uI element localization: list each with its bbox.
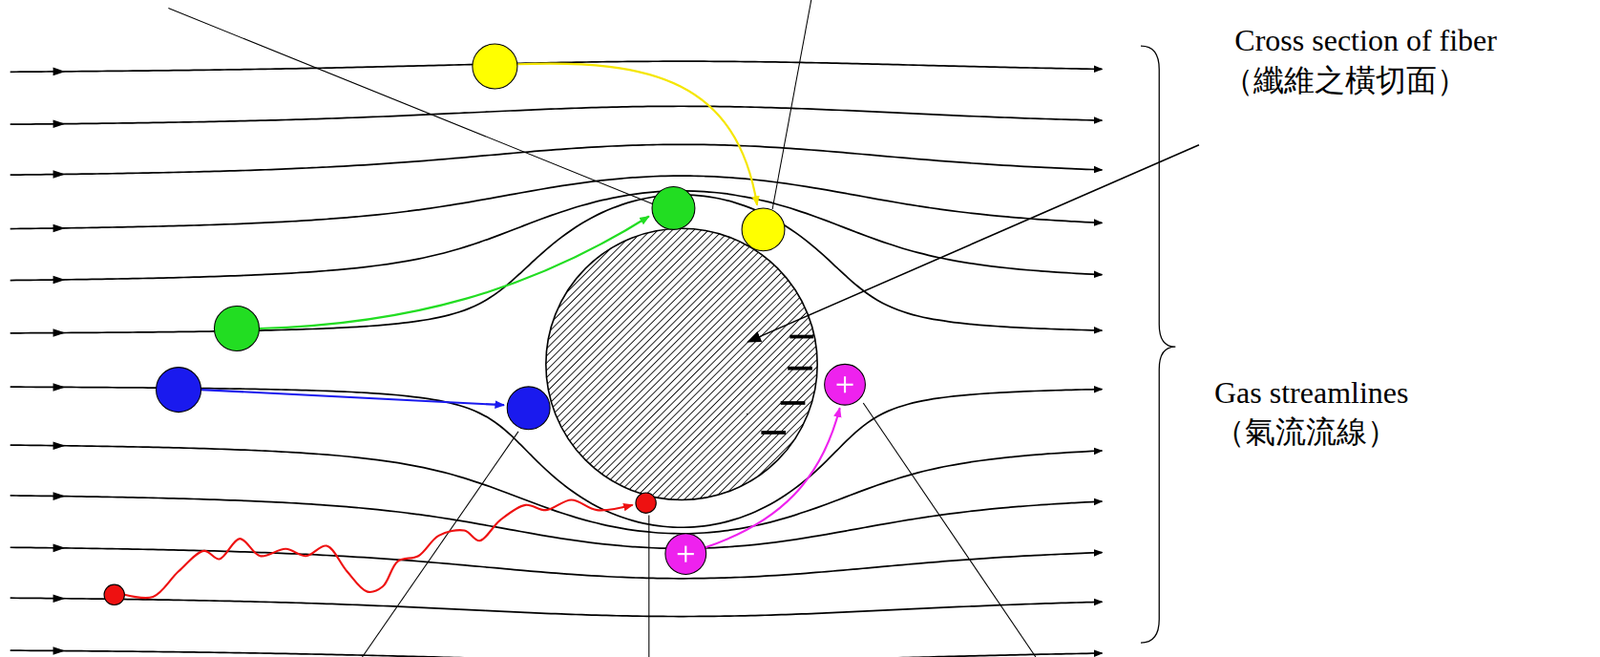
particles [104, 43, 865, 606]
streamline-arrow [53, 441, 66, 450]
streamline-arrow [53, 593, 66, 603]
streamline [10, 444, 1103, 534]
label-chinese: （纖維之橫切面） [1222, 63, 1468, 99]
streamline [10, 105, 1103, 125]
streamline-arrow [53, 491, 66, 501]
label: Cross section of fiber [1234, 22, 1497, 59]
streamline-arrow [53, 275, 66, 285]
streamline-arrow [53, 169, 66, 179]
streamline [10, 650, 1103, 657]
streamline-arrow [53, 67, 66, 77]
particle-paths [124, 63, 840, 598]
streamline [10, 547, 1103, 579]
streamline-arrow [53, 328, 66, 337]
streamline [10, 495, 1103, 548]
fiber-cross-section [546, 228, 818, 500]
streamline-arrow [53, 646, 66, 655]
streamline-arrow [53, 544, 66, 553]
leader-lines [168, 0, 1200, 657]
label-chinese: （氣流流線） [1214, 414, 1398, 450]
negative-charges [760, 336, 814, 433]
streamline-arrow [53, 382, 66, 392]
streamline [10, 597, 1103, 616]
brace [1140, 45, 1176, 643]
gas-streamlines [10, 61, 1103, 657]
label: Gas streamlines [1214, 375, 1410, 411]
streamline-arrow [53, 224, 66, 233]
streamline [10, 144, 1103, 175]
positive-charge-symbols [677, 376, 854, 562]
streamline-arrow [53, 119, 66, 128]
streamline [10, 175, 1103, 229]
